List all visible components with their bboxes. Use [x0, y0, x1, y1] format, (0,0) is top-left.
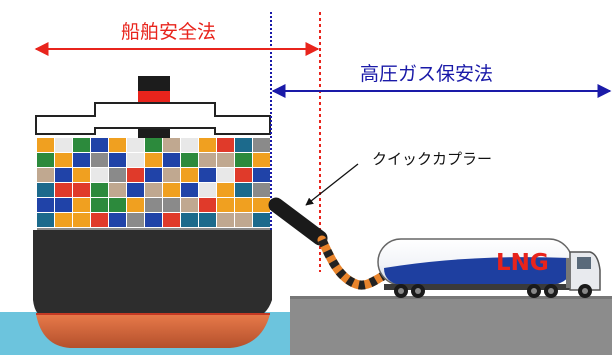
- container-block: [91, 213, 108, 227]
- container-block: [253, 168, 270, 182]
- container-block: [127, 213, 144, 227]
- container-block: [127, 168, 144, 182]
- container-block: [109, 153, 126, 167]
- container-block: [55, 213, 72, 227]
- quick-coupler-label: クイックカプラー: [372, 150, 492, 168]
- container-stack: [37, 138, 271, 236]
- container-block: [73, 198, 90, 212]
- container-block: [55, 138, 72, 152]
- container-block: [145, 213, 162, 227]
- container-block: [109, 198, 126, 212]
- container-block: [91, 138, 108, 152]
- container-block: [163, 183, 180, 197]
- truck-wheels: [394, 284, 592, 298]
- container-block: [109, 183, 126, 197]
- container-block: [55, 183, 72, 197]
- container-block: [199, 153, 216, 167]
- container-block: [73, 183, 90, 197]
- container-block: [181, 168, 198, 182]
- container-block: [253, 183, 270, 197]
- container-block: [235, 198, 252, 212]
- container-block: [235, 168, 252, 182]
- container-ship: [33, 76, 272, 348]
- container-block: [91, 168, 108, 182]
- container-block: [73, 138, 90, 152]
- tank-lng-label: LNG: [496, 250, 549, 276]
- container-block: [37, 198, 54, 212]
- container-block: [127, 138, 144, 152]
- container-block: [145, 138, 162, 152]
- container-block: [37, 183, 54, 197]
- container-block: [145, 183, 162, 197]
- container-block: [91, 153, 108, 167]
- container-block: [37, 153, 54, 167]
- container-block: [127, 198, 144, 212]
- container-block: [235, 183, 252, 197]
- container-block: [163, 198, 180, 212]
- lng-tanker-truck: LNG: [377, 238, 601, 298]
- container-block: [199, 168, 216, 182]
- tank-stripe: [384, 257, 570, 285]
- container-block: [37, 213, 54, 227]
- container-block: [253, 213, 270, 227]
- container-block: [109, 168, 126, 182]
- container-block: [109, 138, 126, 152]
- transfer-hose-stripes: [317, 238, 386, 290]
- container-block: [253, 198, 270, 212]
- container-block: [217, 183, 234, 197]
- container-block: [73, 213, 90, 227]
- ship-safety-law-label: 船舶安全法: [121, 21, 216, 43]
- container-block: [163, 153, 180, 167]
- container-block: [55, 198, 72, 212]
- container-block: [181, 183, 198, 197]
- container-block: [217, 138, 234, 152]
- container-block: [181, 138, 198, 152]
- container-block: [199, 183, 216, 197]
- container-block: [199, 213, 216, 227]
- quick-coupler: [268, 197, 328, 246]
- container-block: [91, 183, 108, 197]
- container-block: [235, 153, 252, 167]
- container-block: [181, 198, 198, 212]
- ship-hull: [33, 230, 272, 318]
- container-block: [199, 138, 216, 152]
- container-block: [145, 168, 162, 182]
- container-block: [91, 198, 108, 212]
- quick-coupler-pointer: [305, 163, 359, 206]
- container-block: [55, 153, 72, 167]
- container-block: [37, 168, 54, 182]
- container-block: [55, 168, 72, 182]
- container-block: [73, 168, 90, 182]
- container-block: [235, 138, 252, 152]
- container-block: [127, 183, 144, 197]
- container-block: [145, 198, 162, 212]
- container-block: [199, 198, 216, 212]
- container-block: [217, 153, 234, 167]
- container-block: [109, 213, 126, 227]
- container-block: [73, 153, 90, 167]
- ship-bridge: [35, 102, 271, 135]
- container-block: [253, 138, 270, 152]
- container-block: [127, 153, 144, 167]
- container-block: [181, 153, 198, 167]
- container-block: [163, 138, 180, 152]
- quay: [290, 296, 612, 355]
- container-block: [181, 213, 198, 227]
- container-block: [253, 153, 270, 167]
- container-block: [217, 198, 234, 212]
- container-block: [217, 213, 234, 227]
- container-block: [235, 213, 252, 227]
- container-block: [163, 168, 180, 182]
- container-block: [145, 153, 162, 167]
- ship-bottom: [36, 314, 270, 348]
- container-block: [217, 168, 234, 182]
- container-block: [37, 138, 54, 152]
- high-pressure-gas-law-label: 高圧ガス保安法: [360, 63, 493, 85]
- container-block: [163, 213, 180, 227]
